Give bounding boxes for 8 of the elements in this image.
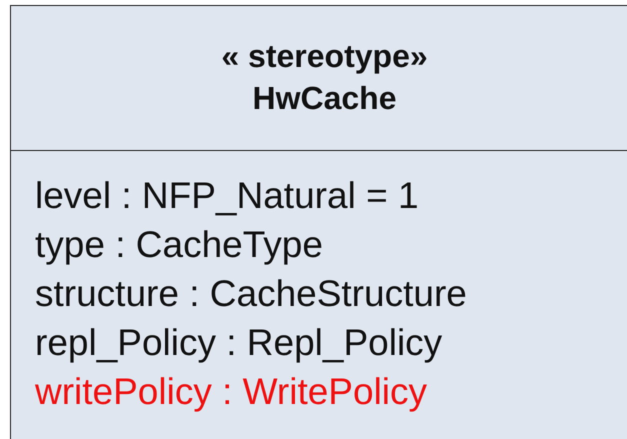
attribute-text: structure : CacheStructure [35, 272, 467, 316]
attribute-text: type : CacheType [35, 223, 323, 267]
attribute-text: repl_Policy : Repl_Policy [35, 321, 442, 365]
class-heading: « stereotype» [220, 38, 429, 75]
attribute-text: writePolicy : WritePolicy [35, 370, 428, 414]
class-box [10, 5, 627, 439]
class-heading: HwCache [251, 80, 398, 117]
attribute-text: level : NFP_Natural = 1 [35, 174, 419, 218]
